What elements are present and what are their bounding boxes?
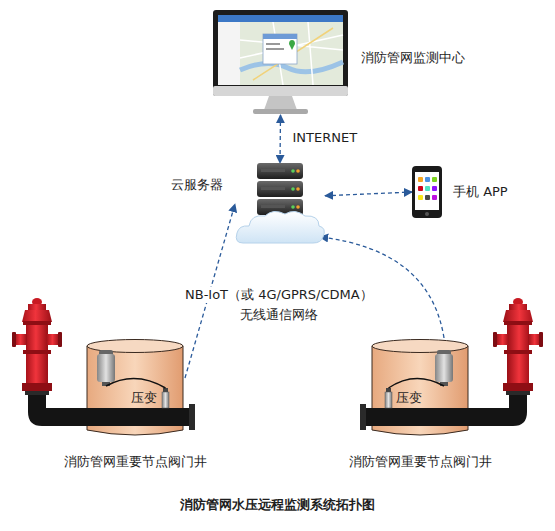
- server-label-holder: 云服务器: [171, 177, 223, 193]
- drawing-part: [432, 177, 437, 182]
- drawing-part: [213, 10, 348, 96]
- drawing-part: [263, 34, 297, 39]
- drawing-part: [432, 195, 437, 200]
- drawing-part: [218, 22, 240, 85]
- drawing-part: [296, 205, 300, 209]
- network-label: NB-IoT（或 4G/GPRS/CDMA）: [183, 287, 375, 303]
- edge-label-holder: INTERNET: [291, 130, 360, 146]
- drawing-part: [253, 109, 308, 114]
- drawing-part: [253, 28, 333, 80]
- drawing-part: [291, 169, 295, 173]
- drawing-part: [257, 163, 303, 179]
- edge-label: INTERNET: [291, 130, 360, 146]
- drawing-part: [218, 15, 343, 22]
- drawing-part: [296, 187, 300, 191]
- drawing-part: [370, 408, 470, 426]
- drawing-part: [289, 40, 295, 50]
- well-label: 消防管网重要节点阀门井: [64, 454, 207, 470]
- drawing-part: [296, 169, 300, 173]
- app-label-holder: 手机 APP: [453, 184, 508, 200]
- drawing-part: [12, 298, 67, 426]
- well-label-holder: 消防管网重要节点阀门井: [64, 454, 207, 470]
- monitor-node: 消防管网监测中心: [213, 10, 348, 115]
- dashed-connector: [279, 115, 281, 163]
- drawing-part: [261, 205, 285, 208]
- drawing-part: [263, 34, 297, 64]
- drawing-part: [370, 338, 470, 438]
- diagram-caption-holder: 消防管网水压远程监测系统拓扑图: [180, 497, 375, 513]
- center-label: 消防管网监测中心: [361, 50, 465, 66]
- drawing-part: [85, 408, 185, 426]
- drawing-part: [213, 86, 348, 96]
- drawing-part: [291, 205, 295, 209]
- drawing-part: [425, 186, 430, 191]
- drawing-part: [162, 392, 169, 408]
- center-label-holder: 消防管网监测中心: [361, 50, 465, 66]
- sensor-label-holder: 压变: [396, 390, 422, 406]
- drawing-part: [264, 96, 297, 110]
- sensor-label-holder: 压变: [131, 390, 157, 406]
- phone-node: 手机 APP: [412, 166, 442, 218]
- drawing-part: [257, 181, 303, 197]
- drawing-part: [435, 354, 453, 382]
- drawing-part: [235, 163, 325, 245]
- sensor-label: 压变: [396, 390, 422, 406]
- drawing-part: [266, 43, 280, 45]
- diagram-caption: 消防管网水压远程监测系统拓扑图: [180, 497, 375, 513]
- well-label-holder: 消防管网重要节点阀门井: [349, 454, 492, 470]
- sensor-label: 压变: [131, 390, 157, 406]
- drawing-part: [218, 15, 343, 85]
- drawing-part: [412, 166, 442, 218]
- drawing-part: [372, 340, 468, 353]
- drawing-part: [363, 408, 495, 426]
- app-label: 手机 APP: [453, 184, 508, 200]
- drawing-part: [291, 187, 295, 191]
- valve-well-node: 压变消防管网重要节点阀门井: [370, 338, 470, 438]
- drawing-part: [360, 404, 366, 430]
- drawing-part: [389, 378, 445, 388]
- cloud-server-node: 云服务器: [235, 163, 325, 245]
- drawing-part: [189, 404, 195, 430]
- drawing-part: [261, 187, 285, 190]
- drawing-part: [425, 177, 430, 182]
- drawing-part: [266, 48, 284, 50]
- valve-well-node: 压变消防管网重要节点阀门井: [85, 338, 185, 438]
- drawing-part: [412, 166, 442, 218]
- drawing-part: [488, 298, 543, 426]
- drawing-part: [418, 195, 423, 200]
- dashed-connector: [325, 192, 412, 196]
- well-label: 消防管网重要节点阀门井: [349, 454, 492, 470]
- drawing-part: [425, 195, 430, 200]
- drawing-part: [97, 354, 115, 382]
- drawing-part: [418, 177, 423, 182]
- network-label: 无线通信网络: [238, 307, 320, 323]
- drawing-part: [213, 10, 348, 115]
- drawing-part: [60, 408, 192, 426]
- drawing-part: [261, 169, 285, 172]
- drawing-part: [106, 378, 166, 388]
- drawing-part: [385, 392, 392, 408]
- drawing-part: [418, 186, 423, 191]
- drawing-part: [415, 172, 439, 210]
- network-label-holder: 无线通信网络: [238, 307, 320, 323]
- drawing-part: [240, 22, 343, 85]
- drawing-part: [432, 186, 437, 191]
- drawing-part: [236, 211, 324, 243]
- drawing-part: [425, 212, 429, 216]
- network-label-holder: NB-IoT（或 4G/GPRS/CDMA）: [183, 287, 375, 303]
- drawing-part: [85, 338, 185, 438]
- server-label: 云服务器: [171, 177, 223, 193]
